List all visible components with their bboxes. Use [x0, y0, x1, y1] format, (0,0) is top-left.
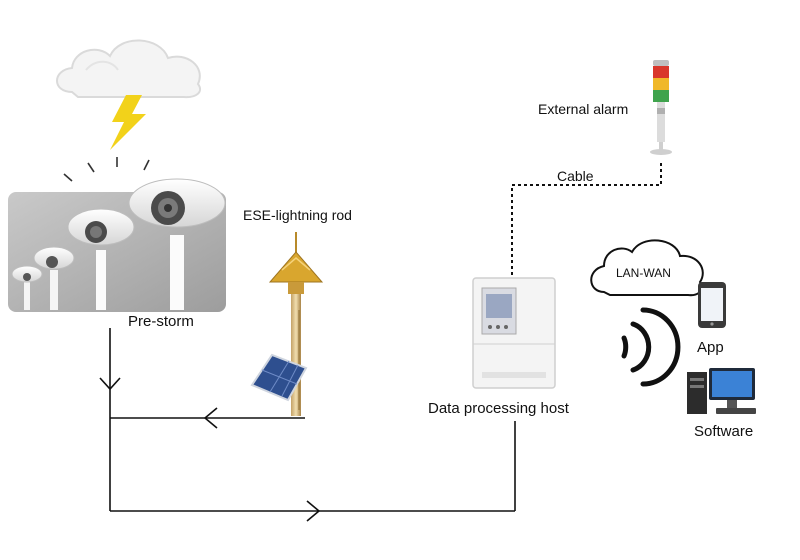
- lightning-bolt-icon: [110, 95, 146, 150]
- storm-cloud-icon: [56, 39, 202, 99]
- smartphone-icon: [698, 282, 726, 328]
- arrow-right: [306, 500, 321, 522]
- alarm-tower-icon: [650, 60, 672, 155]
- pre-storm-label: Pre-storm: [128, 313, 194, 330]
- cloud-label: LAN-WAN: [616, 266, 671, 280]
- arrow-left: [203, 407, 218, 429]
- lightning-rod-icon: [268, 232, 324, 416]
- software-label: Software: [694, 423, 753, 440]
- host-label: Data processing host: [428, 400, 570, 417]
- connection-lines: [109, 328, 516, 512]
- field-sensors-image: [8, 178, 226, 312]
- cable-line: [511, 160, 662, 275]
- data-host-icon: [472, 277, 556, 389]
- app-label: App: [697, 339, 724, 356]
- cable-label: Cable: [557, 168, 594, 184]
- rod-label: ESE-lightning rod: [243, 207, 352, 223]
- wireless-signal-icon: [621, 307, 681, 387]
- arrow-down: [99, 377, 121, 391]
- spark-lines: [63, 157, 150, 182]
- solar-panel-icon: [250, 353, 308, 402]
- desktop-computer-icon: [687, 368, 756, 414]
- alarm-label: External alarm: [538, 101, 628, 117]
